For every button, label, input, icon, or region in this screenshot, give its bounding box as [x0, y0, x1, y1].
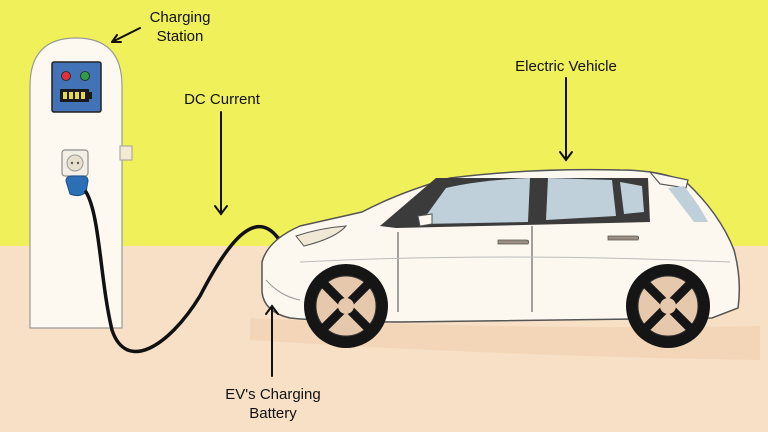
green-indicator-light	[80, 71, 90, 81]
front-bumper-line	[265, 279, 301, 301]
dc-current-label: DC Current	[184, 91, 260, 108]
battery-icon	[60, 89, 92, 102]
front-door-handle	[497, 239, 530, 245]
red-indicator-light	[61, 71, 71, 81]
rear-wheel	[626, 264, 710, 348]
rear-spoiler	[648, 171, 689, 189]
station-screen	[51, 61, 102, 113]
rear-quarter-window	[620, 182, 644, 214]
electric-vehicle	[261, 168, 741, 348]
charging-station	[29, 37, 133, 329]
station-side-tab	[119, 145, 133, 161]
ev-charging-battery-label: EV's Charging Battery	[214, 385, 332, 423]
blue-plug	[65, 175, 89, 197]
front-window	[420, 178, 530, 224]
electric-vehicle-label: Electric Vehicle	[515, 58, 617, 75]
headlight	[295, 225, 348, 247]
station-arrow	[111, 27, 141, 43]
ev-charging-battery-label-line1: EV's Charging	[225, 386, 321, 403]
back-windshield	[668, 186, 708, 222]
socket-ring	[66, 154, 84, 172]
body-crease-line	[299, 256, 731, 263]
front-wheel	[304, 264, 388, 348]
charging-station-label-line2: Station	[156, 28, 204, 45]
rear-door-handle	[607, 235, 640, 241]
charging-station-label-line1: Charging	[149, 9, 211, 26]
charging-cable	[84, 190, 284, 354]
charging-station-label: Charging Station	[138, 8, 222, 46]
rear-window	[546, 178, 616, 220]
pointer-arrows	[111, 27, 573, 377]
side-mirror	[417, 213, 433, 227]
ev-charging-battery-label-line2: Battery	[249, 405, 297, 422]
